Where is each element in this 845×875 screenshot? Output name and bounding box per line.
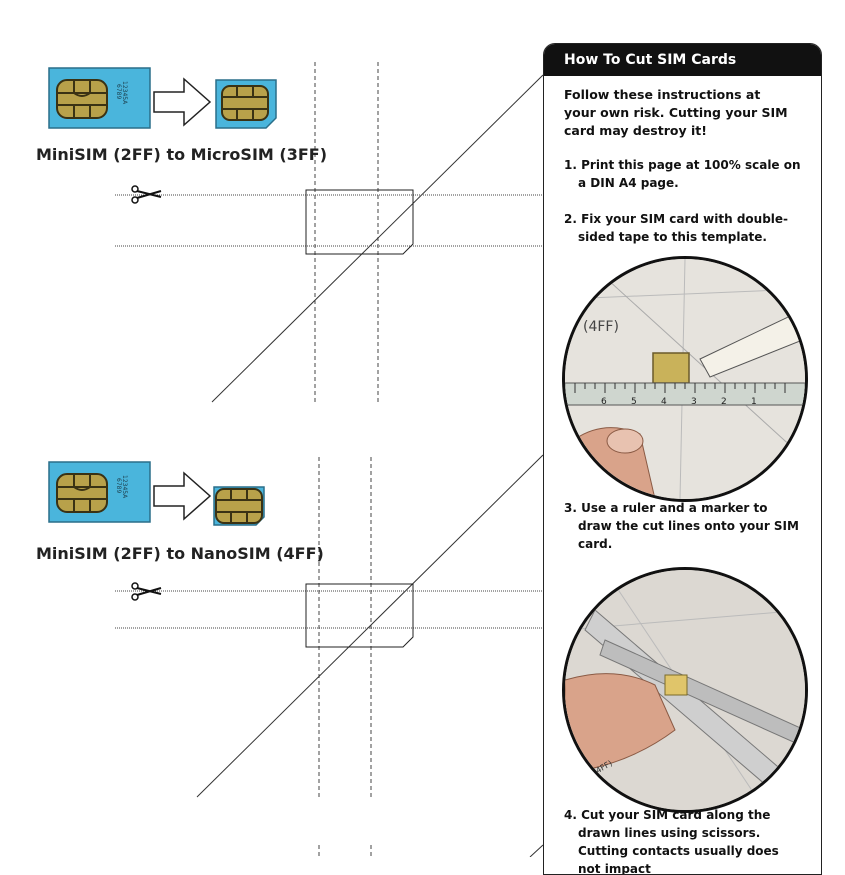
ruler-number: 3 <box>691 397 697 407</box>
ruler-number: 6 <box>601 397 607 407</box>
step-2: 2. Fix your SIM card with double-sided t… <box>564 210 804 246</box>
mini-sim-card-icon: 12345A 6789 <box>48 67 151 129</box>
card-serial-2: 6789 <box>115 84 122 99</box>
section-title-micro: MiniSIM (2FF) to MicroSIM (3FF) <box>36 145 328 164</box>
ruler-number: 2 <box>721 397 727 407</box>
ruler-number: 4 <box>661 397 667 407</box>
panel-heading: How To Cut SIM Cards <box>544 44 821 76</box>
step-3: 3. Use a ruler and a marker to draw the … <box>564 499 804 553</box>
card-serial: 12345A <box>121 475 128 499</box>
section-title-nano: MiniSIM (2FF) to NanoSIM (4FF) <box>36 544 324 563</box>
ruler-number: 5 <box>631 397 637 407</box>
step-number: 4. <box>564 808 577 822</box>
photo-illustration: (4FF) 6 5 4 3 2 1 <box>565 259 805 499</box>
photo-label: (4FF) <box>583 319 619 335</box>
step-number: 3. <box>564 501 577 515</box>
diagonal-guide <box>211 74 544 403</box>
step-number: 1. <box>564 158 577 172</box>
cutting-template <box>115 62 600 857</box>
photo-illustration: (4FF) <box>565 570 805 810</box>
diagonal-guide <box>529 844 544 857</box>
step-4: 4. Cut your SIM card along the drawn lin… <box>564 806 804 875</box>
arrow-right-icon <box>153 77 212 127</box>
card-serial: 12345A <box>121 81 128 105</box>
nano-sim-card-icon <box>213 486 265 526</box>
step-number: 2. <box>564 212 577 226</box>
mini-sim-card-icon: 12345A 6789 <box>48 461 151 523</box>
ruler-number: 1 <box>751 397 757 407</box>
step-1: 1. Print this page at 100% scale on a DI… <box>564 156 804 192</box>
diagonal-guide <box>196 454 544 798</box>
step-text: Cut your SIM card along the drawn lines … <box>578 808 779 875</box>
micro-sim-card-icon <box>215 79 277 129</box>
sim-outline <box>305 189 414 255</box>
instructions-panel: How To Cut SIM Cards Follow these instru… <box>543 43 822 875</box>
arrow-right-icon <box>153 471 212 521</box>
scissors-icon <box>131 582 162 601</box>
sim-outline <box>305 583 414 648</box>
card-serial-2: 6789 <box>115 478 122 493</box>
photo-cutting-sim: (4FF) <box>562 567 808 813</box>
panel-intro: Follow these instructions at your own ri… <box>564 87 788 138</box>
photo-marking-sim: (4FF) 6 5 4 3 2 1 <box>562 256 808 502</box>
step-text: Use a ruler and a marker to draw the cut… <box>578 501 799 551</box>
scissors-icon <box>131 185 162 204</box>
step-text: Print this page at 100% scale on a DIN A… <box>578 158 801 190</box>
step-text: Fix your SIM card with double-sided tape… <box>578 212 789 244</box>
